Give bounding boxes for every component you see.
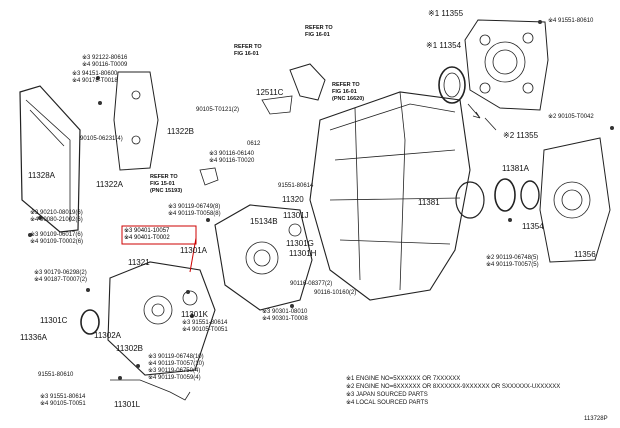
timing-gear-case — [214, 204, 313, 311]
label-11301j: 11301J — [283, 211, 309, 220]
label-90119-t0059: ※4 90119-T0059(4) — [148, 375, 201, 381]
label-11336a: 11336A — [20, 333, 47, 342]
label-15134b: 15134B — [250, 217, 278, 226]
ref-fig-16-01-b: REFER TO FIG 16-01 — [234, 44, 262, 57]
bolt-markers — [28, 20, 614, 380]
label-11321: 11321 — [128, 258, 150, 267]
bracket-12511c — [261, 95, 293, 115]
label-11301k: 11301K — [181, 310, 208, 319]
label-90301-08010: ※3 90301-08010 — [262, 309, 308, 315]
label-90119-06748-5: ※2 90119-06748(5) — [486, 255, 539, 261]
label-90187-t0007: ※4 90187-T0007(2) — [34, 277, 88, 283]
label-90109-06017: ※3 90109-06017(6) — [30, 232, 83, 238]
footnote-1: ※1 ENGINE NO=5XXXXXX OR 7XXXXXX — [346, 376, 461, 382]
label-11322a: 11322A — [96, 180, 123, 189]
label-11355-right: ※2 11355 — [503, 131, 539, 140]
timing-cover-front — [107, 261, 216, 376]
label-11301g: 11301G — [286, 239, 314, 248]
label-90401-10057: ※3 90401-10057 — [124, 228, 170, 234]
label-11328a: 11328A — [28, 171, 55, 180]
label-0612: 0612 — [247, 141, 261, 147]
label-90105-t0121: 90105-T0121(2) — [196, 107, 240, 113]
label-11302a: 11302A — [94, 331, 121, 340]
label-11354-right: 11354 — [522, 222, 544, 231]
label-11301l: 11301L — [114, 400, 141, 409]
elbow-pipe — [199, 167, 219, 186]
label-90105-t0051-bl: ※4 90105-T0051 — [40, 401, 86, 407]
alternator-bracket — [289, 63, 326, 101]
label-90080-21002: ※4 90080-21002(6) — [30, 217, 83, 223]
label-90119-06750: ※3 90119-06750(4) — [148, 368, 201, 374]
label-90116-10160: 90116-10160(2) — [314, 290, 357, 296]
label-11301a: 11301A — [180, 246, 207, 255]
label-90178-t0018: ※4 90178-T0018 — [72, 78, 118, 84]
label-11301h: 11301H — [289, 249, 317, 258]
label-90301-t0008: ※4 90301-T0008 — [262, 316, 308, 322]
label-90179-06298: ※3 90179-06298(2) — [34, 270, 87, 276]
oil-seal-11354 — [520, 180, 540, 210]
engine-block — [309, 91, 471, 301]
rear-end-plate-top — [464, 19, 549, 111]
label-90119-t0057-10: ※4 90119-T0057(10) — [148, 361, 204, 367]
label-90116-t0020: ※4 90116-T0020 — [209, 158, 255, 164]
label-90105-t0042: ※2 90105-T0042 — [548, 114, 594, 120]
ref-fig-16-01-c: REFER TO FIG 16-01 (PNC 16620) — [332, 82, 365, 102]
label-90119-t0057-5: ※4 90119-T0057(5) — [486, 262, 539, 268]
oil-seal-top — [438, 66, 466, 104]
label-90105-06231: 90105-06231(4) — [80, 136, 123, 142]
label-90119-06749: ※3 90119-06749(8) — [168, 204, 221, 210]
label-90105-t0051: ※4 90105-T0051 — [182, 327, 228, 333]
label-91551-80614: ※3 91551-80614 — [182, 320, 228, 326]
label-11301c: 11301C — [40, 316, 68, 325]
highlight-leader — [121, 225, 197, 273]
label-94151-80600: ※3 94151-80600 — [72, 71, 118, 77]
label-90116-06140: ※3 90116-06140 — [209, 151, 254, 157]
label-11381: 11381 — [418, 198, 440, 207]
cover-bracket-11322b — [113, 71, 159, 171]
label-11302b: 11302B — [116, 344, 143, 353]
label-90119-06748-10: ※3 90119-06748(10) — [148, 354, 204, 360]
label-90116-08377: 90116-08377(2) — [290, 281, 333, 287]
ref-fig-16-01-a: REFER TO FIG 16-01 — [305, 25, 333, 38]
label-92122-80616: ※3 92122-80616 — [82, 55, 128, 61]
label-11356: 11356 — [574, 250, 596, 259]
label-91551-80614-mid: 91551-80614 — [278, 183, 314, 189]
label-91551-80614-bl: ※3 91551-80614 — [40, 394, 86, 400]
oil-seal-11381a — [494, 178, 516, 212]
rear-end-plate-right — [539, 137, 611, 263]
label-90109-t0002: ※4 90109-T0002(6) — [30, 239, 84, 245]
label-12511c: 12511C — [256, 88, 284, 97]
label-90119-t0058: ※4 90119-T0058(8) — [168, 211, 221, 217]
label-11354-top: ※1 11354 — [426, 41, 462, 50]
label-90116-t0009: ※4 90116-T0009 — [82, 62, 128, 68]
timing-cover-rear — [19, 85, 81, 233]
footnote-2: ※2 ENGINE NO=6XXXXXX OR 8XXXXXX-9XXXXXX … — [346, 384, 561, 390]
label-11320: 11320 — [282, 195, 304, 204]
diagram-code: 113728P — [584, 416, 608, 422]
ref-fig-15-01: REFER TO FIG 15-01 (PNC 15193) — [150, 174, 183, 194]
label-11355: ※1 11355 — [428, 9, 464, 18]
oil-seal-11301c — [80, 309, 100, 335]
seal-retainer-11381 — [455, 181, 485, 219]
label-91551-80610-left: 91551-80610 — [38, 372, 74, 378]
sensor-harness — [110, 379, 191, 401]
label-91551-80610-top: ※4 91551-80610 — [548, 18, 594, 24]
label-90401-t0002: ※4 90401-T0002 — [124, 235, 170, 241]
footnote-3: ※3 JAPAN SOURCED PARTS — [346, 392, 428, 398]
label-11381a: 11381A — [502, 164, 529, 173]
footnote-4: ※4 LOCAL SOURCED PARTS — [346, 400, 429, 406]
label-90210-08019: ※3 90210-08019(6) — [30, 210, 83, 216]
label-11322b: 11322B — [167, 127, 194, 136]
